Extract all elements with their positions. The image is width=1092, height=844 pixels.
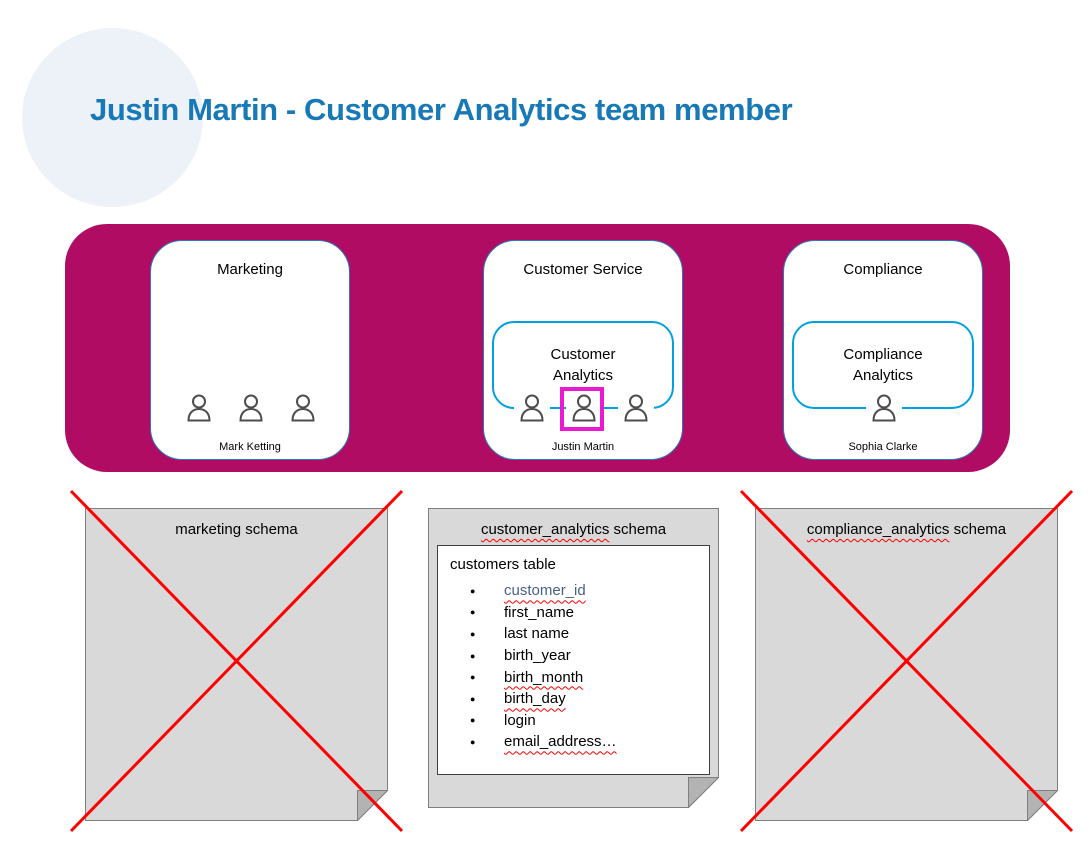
red-cross-icon — [741, 491, 1072, 831]
schema-note-customer-analytics: customer_analytics schema customers tabl… — [428, 508, 719, 808]
column-name: birth_day — [504, 690, 566, 708]
column-name: last name — [504, 625, 570, 643]
schema-title-word: customer_analytics — [480, 521, 610, 538]
column-item: ● login — [450, 710, 697, 732]
people-row — [151, 391, 349, 427]
column-item: ● birth_year — [450, 645, 697, 667]
person-icon — [514, 391, 550, 427]
column-name: customer_id — [504, 582, 586, 600]
column-name: birth_month — [504, 668, 584, 686]
person-icon — [181, 391, 217, 427]
person-icon — [233, 391, 269, 427]
bullet-icon: ● — [470, 715, 476, 726]
bullet-icon: ● — [470, 672, 476, 683]
decorative-circle — [22, 28, 203, 207]
column-name: login — [504, 711, 536, 729]
bullet-icon: ● — [470, 607, 476, 618]
person-caption: Justin Martin — [551, 441, 615, 453]
highlight-box — [560, 387, 604, 431]
column-name: email_address… — [504, 733, 617, 751]
schema-title-word: compliance_analytics — [806, 521, 950, 538]
column-item: ● birth_month — [450, 666, 697, 688]
team-label: Customer Analytics — [550, 346, 616, 384]
column-name: birth_year — [504, 647, 571, 665]
person-icon — [285, 391, 321, 427]
org-chart-panel: Marketing Mark Ketting Customer Service … — [65, 224, 1010, 472]
column-item: ● last name — [450, 623, 697, 645]
person-icon — [618, 391, 654, 427]
schema-note-title: customer_analytics schema — [428, 521, 719, 538]
dept-label-compliance: Compliance — [843, 261, 923, 278]
team-label: Compliance Analytics — [843, 346, 923, 384]
customers-table-panel: customers table ● customer_id ● first_name… — [437, 545, 710, 775]
dept-box-compliance: Compliance Compliance Analytics Sophia C… — [783, 240, 983, 460]
schema-note-title: marketing schema — [175, 521, 298, 538]
dept-label-marketing: Marketing — [217, 261, 283, 278]
dept-box-marketing: Marketing Mark Ketting — [150, 240, 350, 460]
bullet-icon: ● — [470, 693, 476, 704]
people-row — [784, 391, 982, 427]
column-item: ● email_address… — [450, 731, 697, 753]
column-item: ● customer_id — [450, 580, 697, 602]
bullet-icon: ● — [470, 736, 476, 747]
person-icon — [866, 391, 902, 427]
schema-note-compliance-analytics: compliance_analytics schema — [755, 508, 1058, 821]
bullet-icon: ● — [470, 628, 476, 639]
schema-title-suffix: schema — [953, 521, 1007, 538]
person-icon-justin-martin — [566, 391, 602, 427]
column-list: ● customer_id ● first_name ● last name ● bir… — [450, 580, 697, 753]
table-title: customers table — [450, 556, 556, 573]
schema-title-suffix: schema — [613, 521, 667, 538]
dept-box-customer-service: Customer Service Customer Analytics Just… — [483, 240, 683, 460]
people-row — [484, 391, 682, 427]
person-caption: Sophia Clarke — [848, 441, 918, 453]
note-shape — [85, 508, 388, 821]
bullet-icon: ● — [470, 650, 476, 661]
page-title: Justin Martin - Customer Analytics team … — [90, 92, 793, 127]
column-name: first_name — [504, 603, 575, 621]
bullet-icon: ● — [470, 585, 476, 596]
schema-note-marketing: marketing schema — [85, 508, 388, 821]
dept-label-customer-service: Customer Service — [523, 261, 643, 278]
note-shape — [755, 508, 1058, 821]
column-item: ● birth_day — [450, 688, 697, 710]
person-caption: Mark Ketting — [219, 441, 281, 453]
schema-note-title: compliance_analytics schema — [755, 521, 1058, 538]
column-item: ● first_name — [450, 602, 697, 624]
red-cross-icon — [71, 491, 402, 831]
